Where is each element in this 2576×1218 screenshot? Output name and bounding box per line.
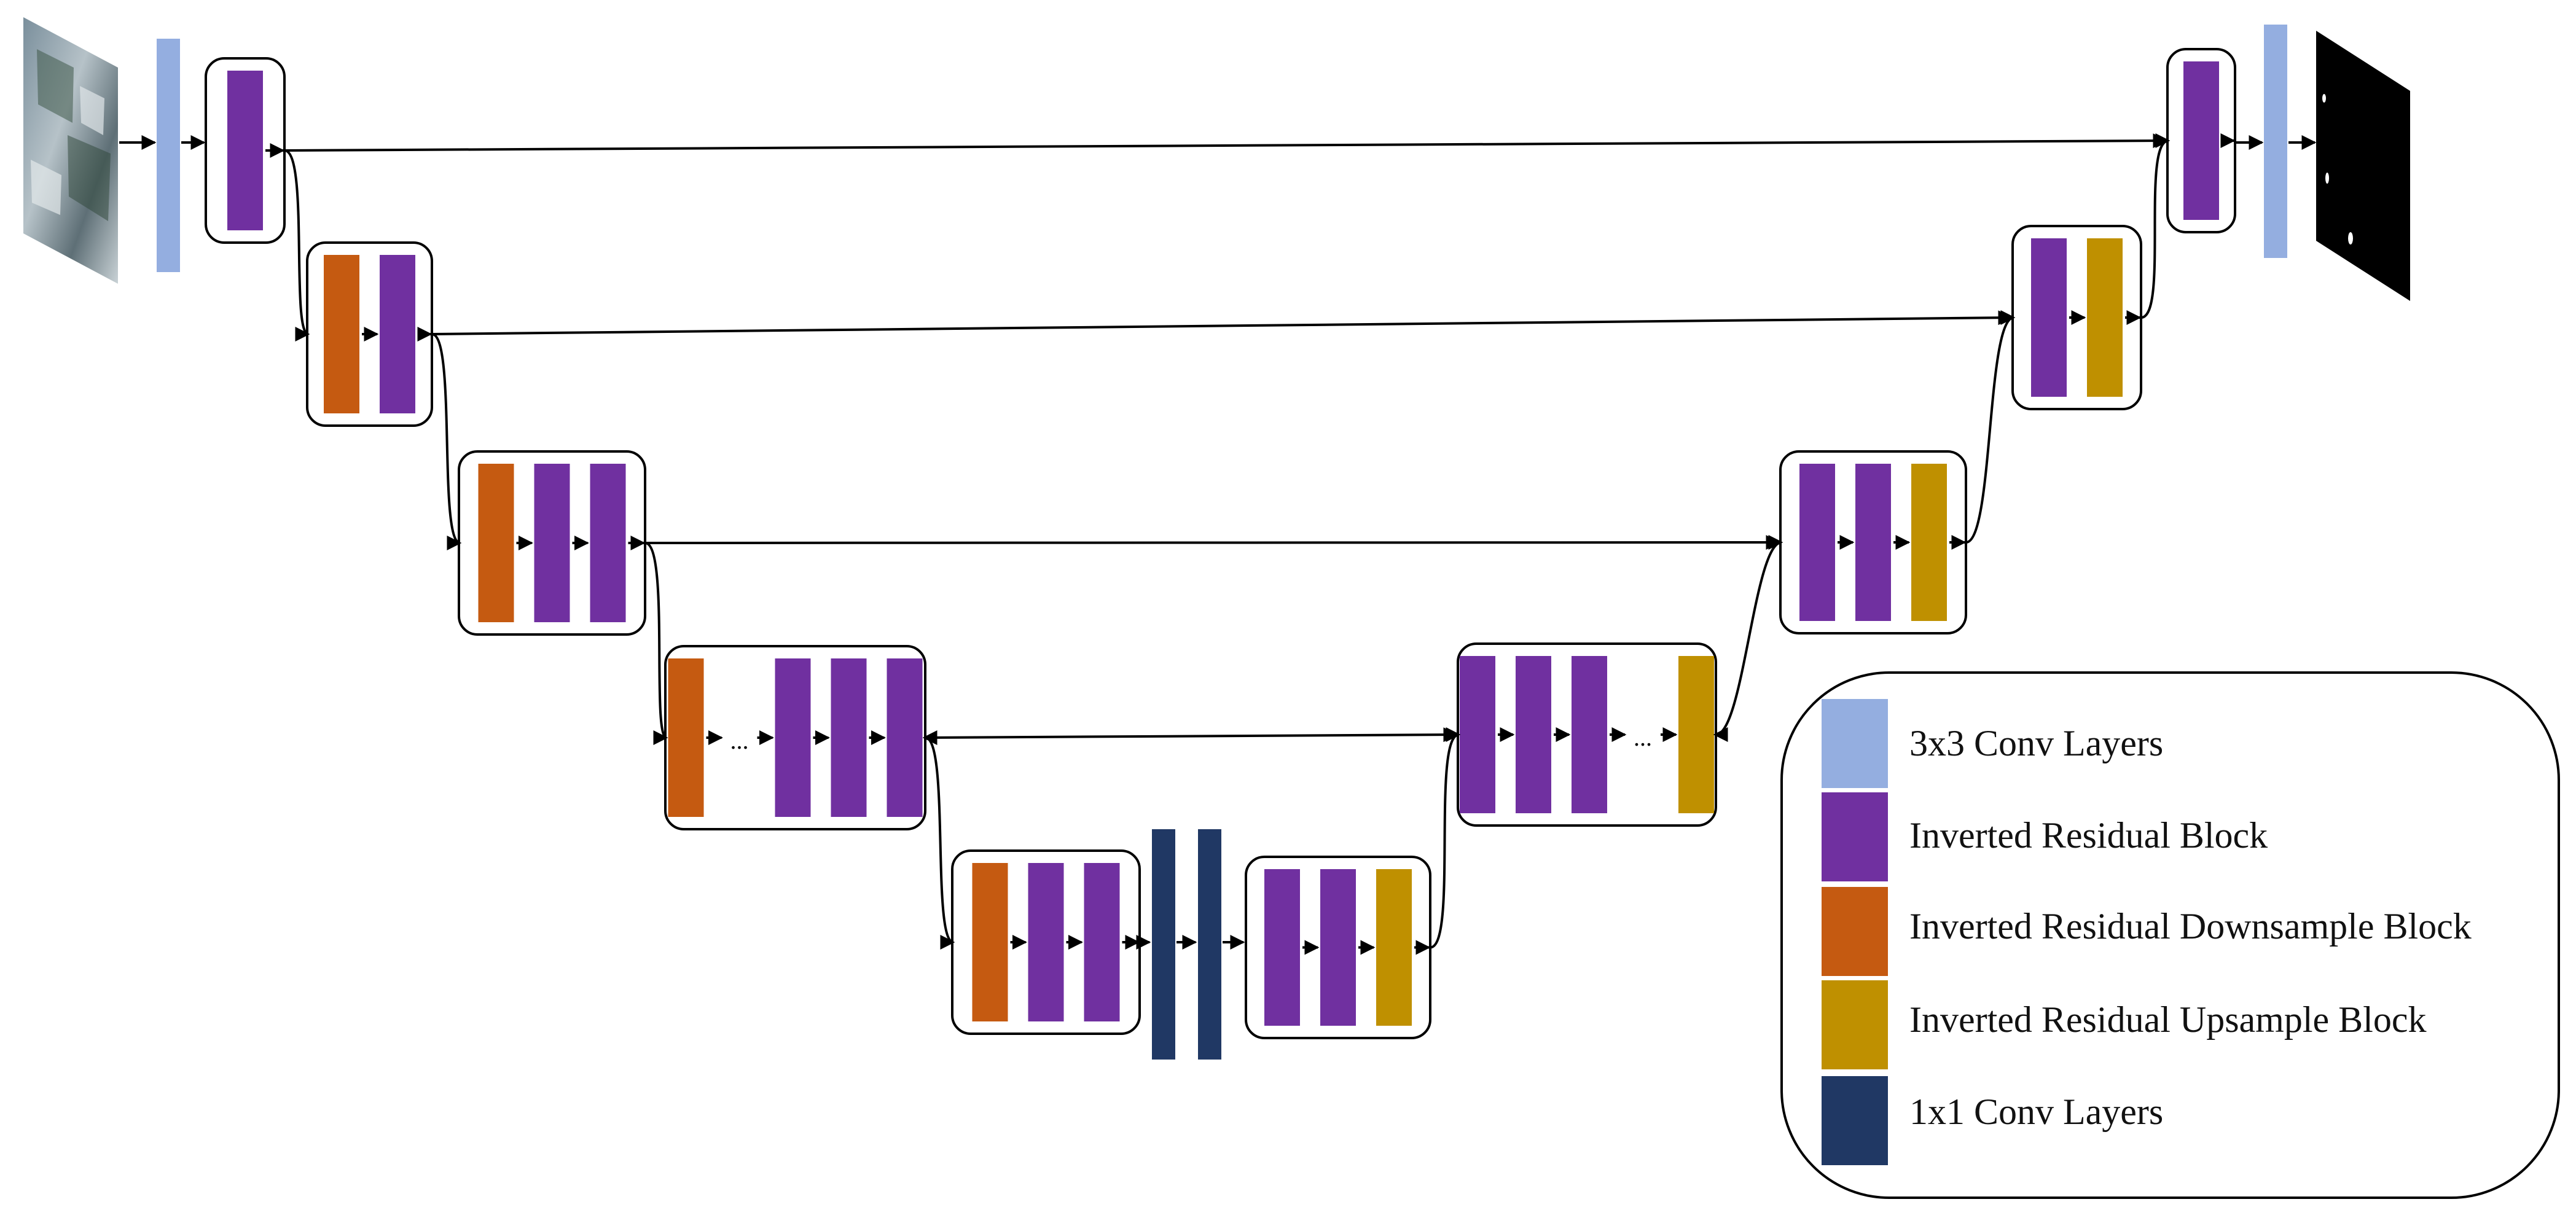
bottleneck-conv1x1 [1152, 829, 1175, 1060]
decoder-level-1 [2166, 48, 2236, 233]
decoder-level-4: ... [1457, 642, 1717, 827]
encoder-down-connection [925, 736, 955, 950]
decoder-level-4-block-inverted-residual [1460, 656, 1495, 813]
encoder-level-3-block-inverted-residual [534, 464, 570, 622]
decoder-level-5-block-upsample [1376, 869, 1412, 1026]
decoder-level-2-block-upsample [2087, 238, 2123, 397]
input-conv3x3 [157, 39, 180, 272]
encoder-level-5-block-downsample [972, 863, 1008, 1021]
decoder-level-4-block-inverted-residual [1572, 656, 1607, 813]
skip-connection-level-1 [284, 133, 2168, 152]
decoder-up-connection [1965, 310, 2016, 544]
skip-connection-level-3 [644, 535, 1781, 550]
legend-swatch-conv3x3 [1822, 699, 1888, 788]
bottleneck-conv1x1 [1198, 829, 1221, 1060]
legend-swatch-downsample [1822, 887, 1888, 976]
decoder-level-3-block-inverted-residual [1855, 464, 1891, 621]
encoder-level-3-block-downsample [478, 464, 514, 622]
decoder-up-connection [1715, 535, 1783, 736]
encoder-down-connection [284, 149, 310, 342]
decoder-level-5-block-inverted-residual [1264, 869, 1300, 1026]
skip-connection-level-4 [925, 727, 1458, 743]
input-image [23, 17, 118, 284]
decoder-level-2-block-inverted-residual [2031, 238, 2067, 397]
encoder-level-4-ellipsis: ... [730, 727, 749, 754]
encoder-level-3 [458, 450, 646, 636]
encoder-level-4-block-inverted-residual [775, 658, 811, 817]
legend-swatch-inverted-residual [1822, 792, 1888, 881]
decoder-level-4-block-inverted-residual [1516, 656, 1551, 813]
decoder-up-connection [1430, 727, 1461, 949]
decoder-level-4-ellipsis: ... [1634, 724, 1652, 751]
decoder-level-3 [1779, 450, 1967, 634]
encoder-level-4-block-downsample [668, 658, 704, 817]
legend-label-inverted-residual: Inverted Residual Block [1909, 815, 2268, 856]
decoder-level-5 [1245, 856, 1431, 1039]
encoder-down-connection [644, 542, 668, 745]
encoder-level-5-block-inverted-residual [1028, 863, 1064, 1021]
decoder-level-1-block-inverted-residual [2183, 61, 2219, 220]
encoder-level-3-block-inverted-residual [590, 464, 626, 622]
decoder-level-3-block-inverted-residual [1799, 464, 1835, 621]
output-mask [2316, 31, 2410, 301]
decoder-up-connection [2140, 133, 2171, 319]
decoder-level-4-block-upsample [1678, 656, 1714, 813]
encoder-level-5-block-inverted-residual [1084, 863, 1120, 1021]
legend-swatch-conv1x1 [1822, 1076, 1888, 1165]
encoder-level-4-block-inverted-residual [887, 658, 923, 817]
legend: 3x3 Conv Layers Inverted Residual Block … [1780, 671, 2560, 1199]
output-conv3x3 [2264, 25, 2287, 258]
network-connections [119, 133, 2317, 955]
encoder-level-5 [951, 849, 1141, 1035]
legend-label-conv1x1: 1x1 Conv Layers [1909, 1091, 2163, 1132]
legend-frame [1780, 671, 2560, 1199]
encoder-level-2-block-inverted-residual [380, 255, 415, 413]
legend-label-conv3x3: 3x3 Conv Layers [1909, 723, 2163, 763]
decoder-level-5-block-inverted-residual [1320, 869, 1356, 1026]
encoder-level-4: ... [664, 645, 926, 830]
legend-label-downsample: Inverted Residual Downsample Block [1909, 906, 2472, 947]
skip-connection-level-2 [431, 310, 2013, 335]
encoder-down-connection [431, 333, 462, 550]
legend-label-upsample: Inverted Residual Upsample Block [1909, 999, 2426, 1040]
encoder-level-1-block-inverted-residual [227, 71, 263, 230]
decoder-level-3-block-upsample [1911, 464, 1947, 621]
legend-swatch-upsample [1822, 980, 1888, 1069]
encoder-level-4-block-inverted-residual [831, 658, 867, 817]
encoder-level-2-block-downsample [324, 255, 359, 413]
